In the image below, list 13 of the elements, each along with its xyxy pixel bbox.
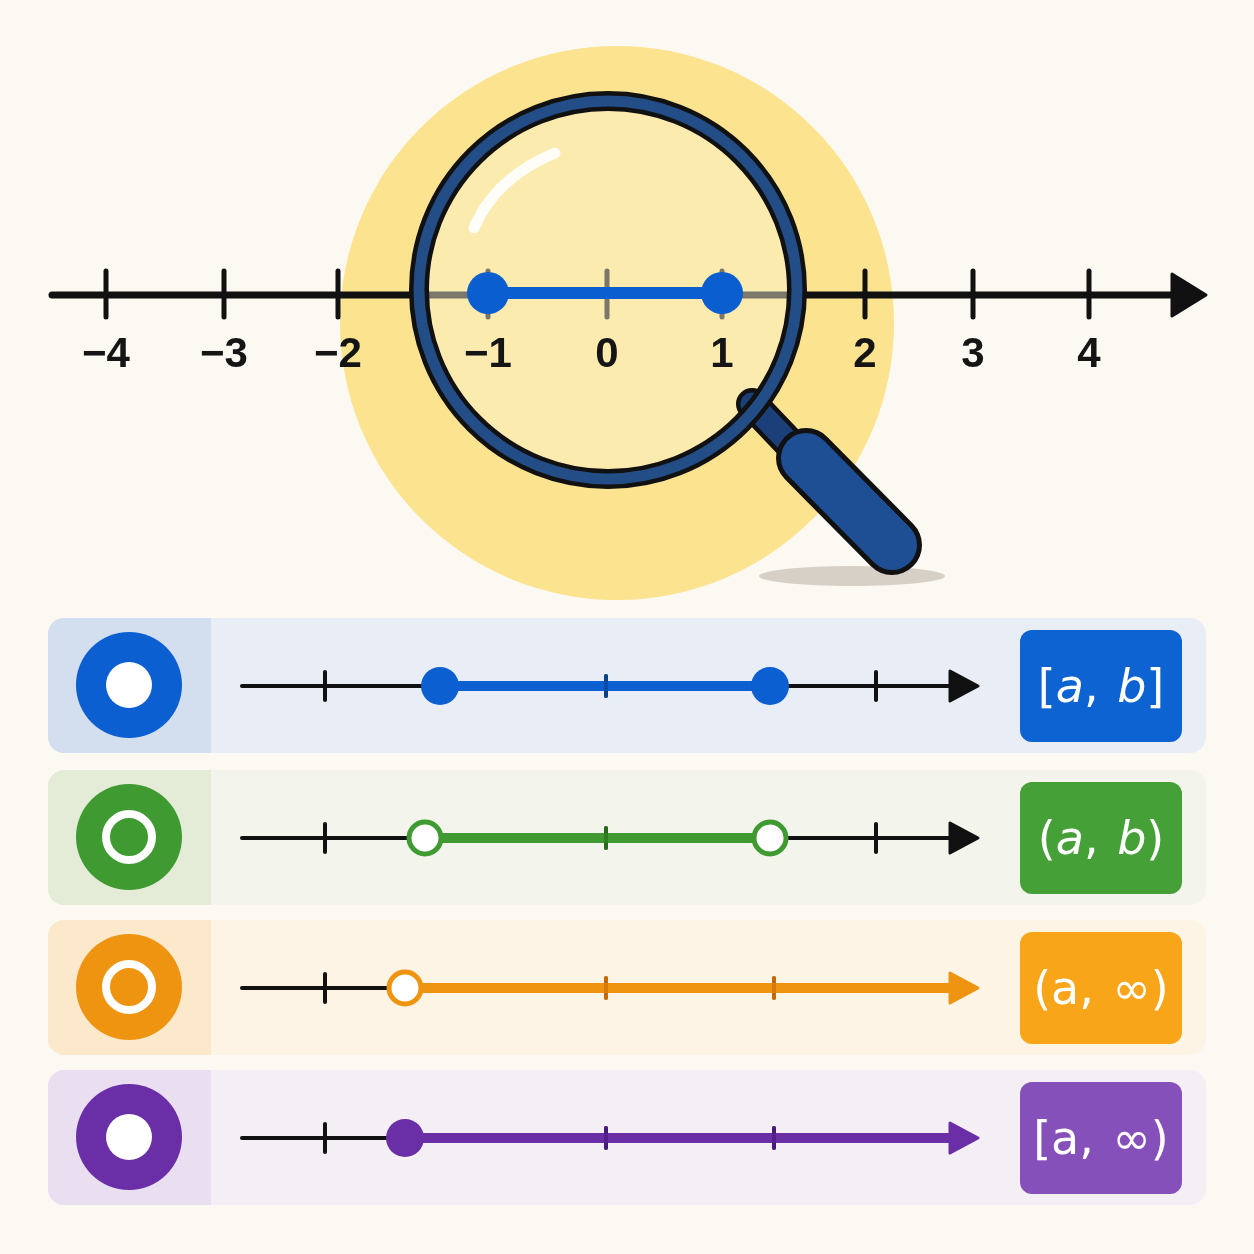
tick-label: −1	[464, 332, 512, 374]
interval-notation: (a, ∞)	[1020, 932, 1182, 1044]
tick-label: 1	[710, 332, 734, 374]
interval-notation: (a, b)	[1020, 782, 1182, 894]
tick-label: −3	[200, 332, 248, 374]
interval-notation: [a, b]	[1020, 630, 1182, 742]
tick-label: 2	[853, 332, 877, 374]
tick-label: 0	[595, 332, 619, 374]
tick-label: −4	[82, 332, 130, 374]
tick-label: −2	[314, 332, 362, 374]
tick-label: 3	[961, 332, 985, 374]
tick-label: 4	[1077, 332, 1101, 374]
interval-notation: [a, ∞)	[1020, 1082, 1182, 1194]
